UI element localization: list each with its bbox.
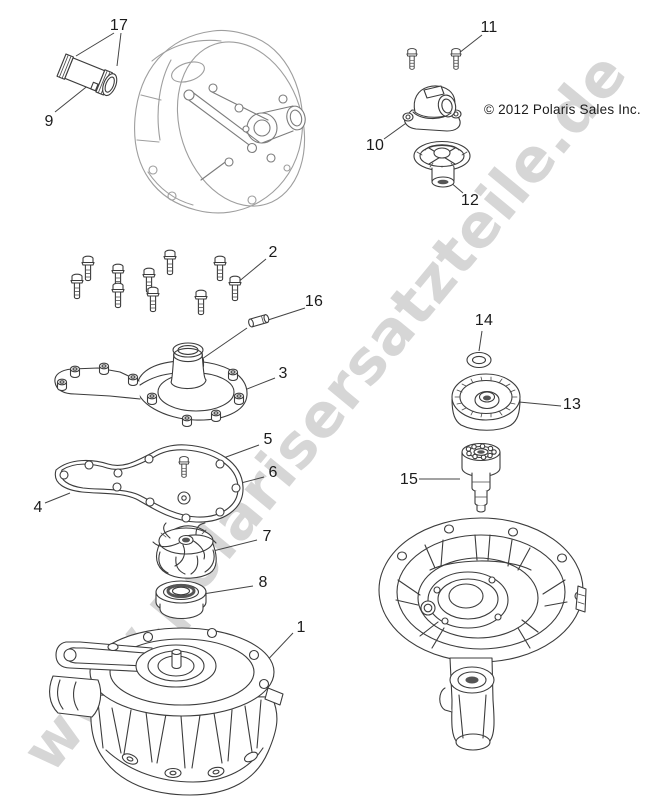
callout-4: 4 bbox=[33, 499, 43, 516]
part-8-seal-drawing bbox=[155, 580, 207, 620]
callout-5: 5 bbox=[263, 431, 273, 448]
part-14-washer-drawing bbox=[466, 351, 492, 369]
copyright-notice: © 2012 Polaris Sales Inc. bbox=[484, 102, 641, 117]
callout-8: 8 bbox=[258, 574, 268, 591]
callout-7: 7 bbox=[262, 528, 272, 545]
callout-14: 14 bbox=[474, 312, 494, 329]
part-12-thermostat-drawing bbox=[413, 140, 471, 188]
callout-2: 2 bbox=[268, 244, 278, 261]
part-10-thermostat-housing-drawing bbox=[402, 85, 462, 132]
callout-3: 3 bbox=[278, 365, 288, 382]
part-16-pin-drawing bbox=[248, 314, 270, 328]
callout-12: 12 bbox=[460, 192, 480, 209]
part-6-hole-drawing bbox=[177, 491, 191, 505]
callout-9: 9 bbox=[44, 113, 54, 130]
part-3-water-pump-cover-drawing bbox=[54, 342, 248, 428]
part-9-hose-drawing bbox=[56, 53, 118, 97]
callout-6: 6 bbox=[268, 464, 278, 481]
callout-17: 17 bbox=[109, 17, 129, 34]
part-13-gear-drawing bbox=[451, 373, 521, 431]
part-2-bolts-drawing bbox=[70, 249, 242, 316]
callout-11: 11 bbox=[480, 19, 498, 36]
part-1-water-pump-housing-drawing bbox=[49, 627, 284, 796]
crankcase-reference-drawing bbox=[378, 517, 587, 751]
part-4-gasket-drawing bbox=[54, 444, 244, 523]
callout-10: 10 bbox=[365, 137, 385, 154]
callout-13: 13 bbox=[562, 396, 582, 413]
callout-15: 15 bbox=[399, 471, 419, 488]
part-15-bearing-shaft-drawing bbox=[461, 442, 501, 513]
part-11-bolt-drawing bbox=[406, 48, 462, 70]
part-7-impeller-drawing bbox=[152, 522, 217, 579]
leader-lines bbox=[44, 32, 562, 669]
callout-16: 16 bbox=[304, 293, 324, 310]
callout-1: 1 bbox=[296, 619, 306, 636]
assembled-pump-reference-drawing bbox=[134, 29, 306, 214]
